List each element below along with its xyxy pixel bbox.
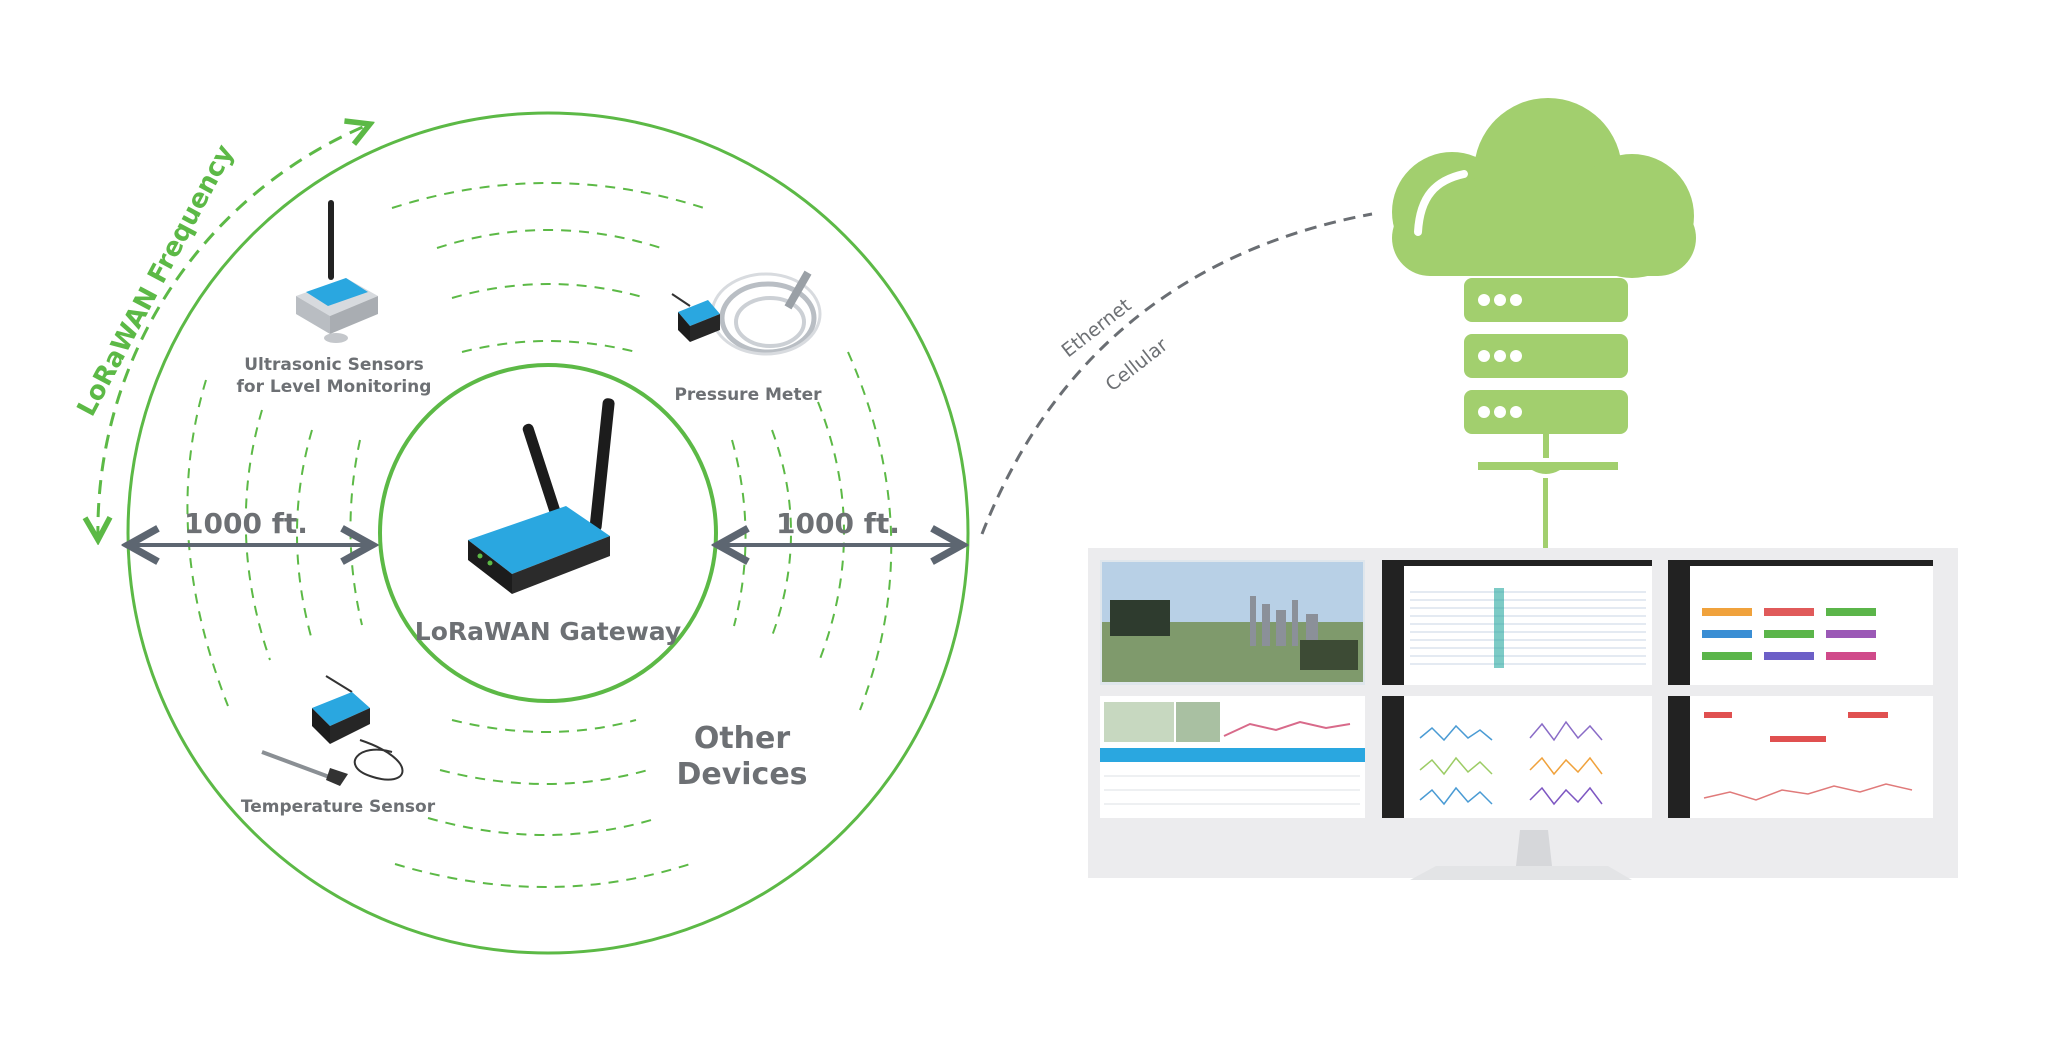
ultrasonic-label-line1: Ultrasonic Sensors — [244, 355, 424, 375]
temperature-sensor-icon — [261, 675, 404, 786]
other-devices-line2: Devices — [676, 757, 807, 792]
cellular-label: Cellular — [1102, 334, 1173, 396]
pressure-label: Pressure Meter — [674, 385, 822, 405]
gateway-device-icon — [468, 398, 615, 594]
range-label-right: 1000 ft. — [776, 507, 900, 540]
other-devices-line1: Other — [694, 721, 791, 756]
temperature-label: Temperature Sensor — [241, 797, 436, 817]
range-label-left: 1000 ft. — [184, 507, 308, 540]
cloud-icon — [1392, 98, 1696, 278]
ethernet-label: Ethernet — [1058, 294, 1136, 362]
server-icon — [1464, 278, 1628, 562]
pressure-meter-icon — [671, 270, 822, 356]
monitor-icon — [1088, 548, 1958, 880]
gateway-label: LoRaWAN Gateway — [415, 617, 681, 646]
ultrasonic-sensor-icon — [296, 200, 378, 343]
ultrasonic-label-line2: for Level Monitoring — [237, 377, 432, 397]
frequency-arrow — [98, 124, 370, 540]
uplink-dashed-arc — [980, 212, 1373, 535]
